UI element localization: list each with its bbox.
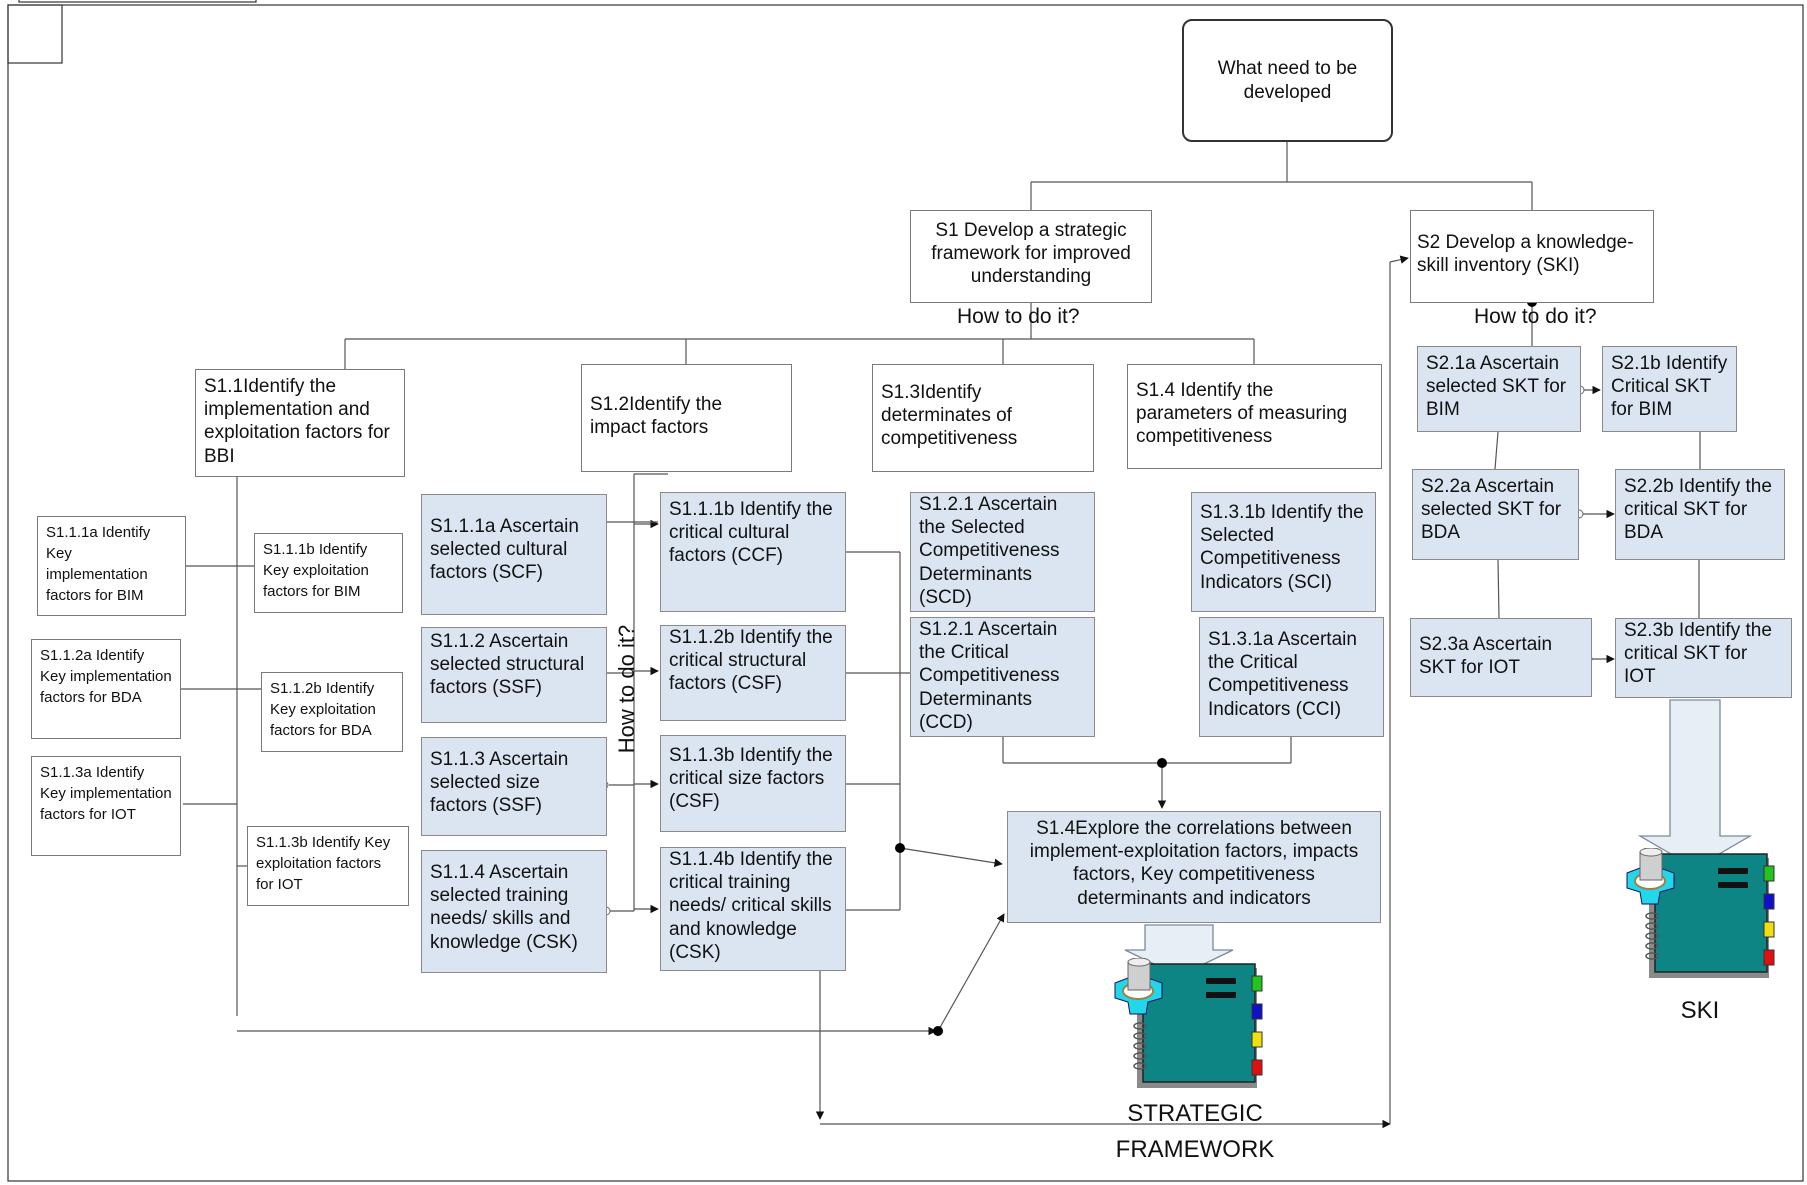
skt-bim-b-box: S2.1b Identify Critical SKT for BIM bbox=[1602, 346, 1737, 432]
impl-iot-label: S1.1.3a Identify Key implementation fact… bbox=[40, 764, 172, 823]
sci-label: S1.3.1b Identify the Selected Competitiv… bbox=[1200, 502, 1364, 593]
ski-book-icon bbox=[1626, 848, 1775, 978]
skt-iot-b-box: S2.3b Identify the critical SKT for IOT bbox=[1615, 618, 1792, 698]
skt-bim-a-label: S2.1a Ascertain selected SKT for BIM bbox=[1426, 353, 1567, 421]
training-label: S1.1.4 Ascertain selected training needs… bbox=[430, 862, 578, 953]
scf-box: S1.1.1a Ascertain selected cultural fact… bbox=[421, 494, 607, 615]
impl-bda-box: S1.1.2a Identify Key implementation fact… bbox=[31, 639, 181, 739]
s14-box: S1.4 Identify the parameters of measurin… bbox=[1127, 364, 1382, 469]
s2-label: S2 Develop a knowledge-skill inventory (… bbox=[1417, 232, 1634, 277]
scf-label: S1.1.1a Ascertain selected cultural fact… bbox=[430, 516, 579, 584]
how-label-s1: How to do it? bbox=[957, 305, 1080, 328]
csf-structural-box: S1.1.2b Identify the critical structural… bbox=[660, 625, 846, 721]
skt-bda-a-box: S2.2a Ascertain selected SKT for BDA bbox=[1412, 469, 1579, 560]
ssf-size-box: S1.1.3 Ascertain selected size factors (… bbox=[421, 737, 607, 836]
s1-label: S1 Develop a strategic framework for imp… bbox=[931, 220, 1131, 288]
skt-bim-b-label: S2.1b Identify Critical SKT for BIM bbox=[1611, 353, 1728, 421]
csf-size-label: S1.1.3b Identify the critical size facto… bbox=[669, 745, 833, 813]
scd-label: S1.2.1 Ascertain the Selected Competitiv… bbox=[919, 494, 1060, 608]
scd-box: S1.2.1 Ascertain the Selected Competitiv… bbox=[910, 492, 1095, 612]
skt-bda-a-label: S2.2a Ascertain selected SKT for BDA bbox=[1421, 476, 1562, 544]
skt-bim-a-box: S2.1a Ascertain selected SKT for BIM bbox=[1417, 346, 1581, 432]
framework-caption-line2: FRAMEWORK bbox=[1115, 1136, 1275, 1163]
s12-label: S1.2Identify the impact factors bbox=[590, 394, 723, 439]
ccd-label: S1.2.1 Ascertain the Critical Competitiv… bbox=[919, 619, 1060, 733]
framework-caption-line1: STRATEGIC bbox=[1127, 1100, 1263, 1127]
expl-bim-label: S1.1.1b Identify Key exploitation factor… bbox=[263, 541, 369, 600]
ccf-box: S1.1.1b Identify the critical cultural f… bbox=[660, 492, 846, 612]
impl-iot-box: S1.1.3a Identify Key implementation fact… bbox=[31, 756, 181, 856]
ssf-structural-label: S1.1.2 Ascertain selected structural fac… bbox=[430, 631, 585, 699]
ccf-label: S1.1.1b Identify the critical cultural f… bbox=[669, 499, 833, 567]
s13-label: S1.3Identify determinates of competitive… bbox=[881, 382, 1018, 450]
how-label-vertical: How to do it? bbox=[614, 624, 639, 754]
training-box: S1.1.4 Ascertain selected training needs… bbox=[421, 850, 607, 973]
s12-box: S1.2Identify the impact factors bbox=[581, 364, 792, 472]
s14-label: S1.4 Identify the parameters of measurin… bbox=[1136, 380, 1348, 448]
sci-box: S1.3.1b Identify the Selected Competitiv… bbox=[1191, 492, 1376, 612]
how-label-s2: How to do it? bbox=[1474, 305, 1597, 328]
ssf-size-label: S1.1.3 Ascertain selected size factors (… bbox=[430, 749, 569, 817]
impl-bda-label: S1.1.2a Identify Key implementation fact… bbox=[40, 647, 172, 706]
cci-label: S1.3.1a Ascertain the Critical Competiti… bbox=[1208, 629, 1357, 720]
framework-caption: STRATEGIC FRAMEWORK bbox=[1090, 1096, 1300, 1168]
csk-box: S1.1.4b Identify the critical training n… bbox=[660, 847, 846, 971]
ski-caption: SKI bbox=[1680, 997, 1720, 1024]
root-box: What need to be developed bbox=[1182, 19, 1393, 142]
explore-label: S1.4Explore the correlations between imp… bbox=[1029, 818, 1359, 909]
expl-iot-box: S1.1.3b Identify Key exploitation factor… bbox=[247, 826, 409, 906]
impl-bim-box: S1.1.1a Identify Key implementation fact… bbox=[37, 516, 186, 616]
strategic-framework-book-icon bbox=[1114, 958, 1263, 1088]
explore-box: S1.4Explore the correlations between imp… bbox=[1007, 811, 1381, 923]
s2-box: S2 Develop a knowledge-skill inventory (… bbox=[1410, 210, 1654, 303]
root-label: What need to be developed bbox=[1217, 58, 1358, 103]
expl-bda-label: S1.1.2b Identify Key exploitation factor… bbox=[270, 680, 376, 739]
skt-iot-a-box: S2.3a Ascertain SKT for IOT bbox=[1410, 618, 1592, 697]
s1-box: S1 Develop a strategic framework for imp… bbox=[910, 210, 1152, 303]
skt-bda-b-label: S2.2b Identify the critical SKT for BDA bbox=[1624, 476, 1772, 544]
skt-iot-b-label: S2.3b Identify the critical SKT for IOT bbox=[1624, 620, 1772, 688]
s13-box: S1.3Identify determinates of competitive… bbox=[872, 364, 1094, 472]
skt-bda-b-box: S2.2b Identify the critical SKT for BDA bbox=[1615, 469, 1785, 560]
ccd-box: S1.2.1 Ascertain the Critical Competitiv… bbox=[910, 617, 1095, 737]
expl-bim-box: S1.1.1b Identify Key exploitation factor… bbox=[254, 533, 403, 613]
ssf-structural-box: S1.1.2 Ascertain selected structural fac… bbox=[421, 627, 607, 723]
cci-box: S1.3.1a Ascertain the Critical Competiti… bbox=[1199, 617, 1384, 737]
csf-structural-label: S1.1.2b Identify the critical structural… bbox=[669, 627, 833, 695]
expl-iot-label: S1.1.3b Identify Key exploitation factor… bbox=[256, 834, 391, 893]
csk-label: S1.1.4b Identify the critical training n… bbox=[669, 849, 833, 963]
s11-box: S1.1Identify the implementation and expl… bbox=[195, 369, 405, 477]
csf-size-box: S1.1.3b Identify the critical size facto… bbox=[660, 735, 846, 832]
expl-bda-box: S1.1.2b Identify Key exploitation factor… bbox=[261, 672, 403, 752]
s11-label: S1.1Identify the implementation and expl… bbox=[204, 376, 390, 467]
impl-bim-label: S1.1.1a Identify Key implementation fact… bbox=[46, 524, 151, 604]
skt-iot-a-label: S2.3a Ascertain SKT for IOT bbox=[1419, 634, 1553, 679]
